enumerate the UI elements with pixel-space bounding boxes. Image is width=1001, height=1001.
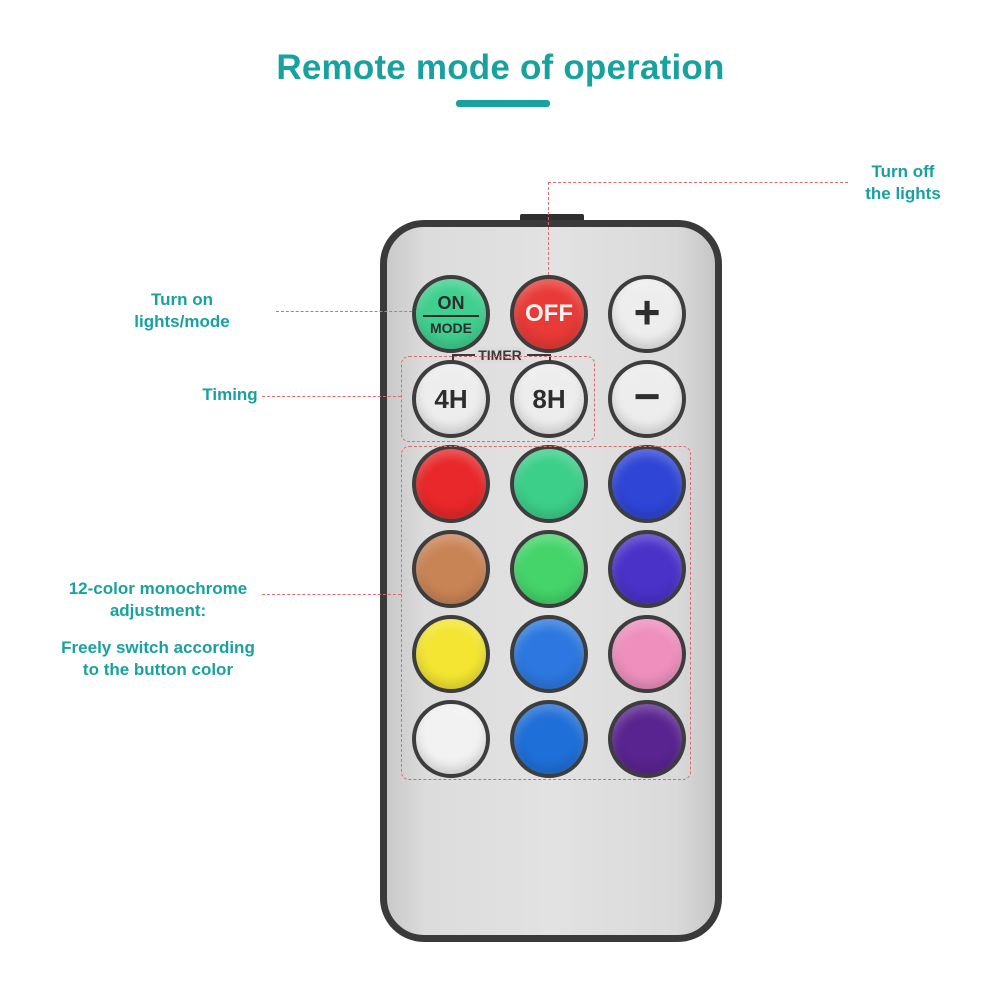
monochrome-label: 12-color monochrome adjustment:	[48, 578, 268, 622]
on-mode-divider	[423, 314, 479, 317]
switch-line2: to the button color	[82, 660, 234, 679]
8h-text: 8H	[532, 383, 566, 414]
switch-line1: Freely switch according	[61, 638, 255, 657]
color-button-white[interactable]	[412, 700, 490, 778]
on-text: ON	[437, 292, 465, 313]
color-button-yellow[interactable]	[412, 615, 490, 693]
turn-off-line2: the lights	[865, 184, 941, 203]
minus-icon: −	[633, 370, 661, 422]
off-text: OFF	[525, 300, 573, 327]
minus-button[interactable]: −	[608, 360, 686, 438]
color-button-light-green[interactable]	[510, 530, 588, 608]
color-callout-line	[262, 594, 401, 595]
turn-off-label: Turn off the lights	[848, 161, 958, 205]
timing-text: Timing	[202, 385, 258, 404]
timer-4h-button[interactable]: 4H	[412, 360, 490, 438]
color-button-orange[interactable]	[412, 530, 490, 608]
mode-text: MODE	[430, 319, 472, 336]
color-highlight-box	[401, 446, 691, 780]
page-title: Remote mode of operation	[276, 48, 725, 87]
color-button-sky-blue[interactable]	[510, 615, 588, 693]
timing-label: Timing	[190, 384, 270, 406]
monochrome-line2: adjustment:	[109, 601, 207, 620]
remote-top-tab	[520, 214, 584, 224]
color-button-blue[interactable]	[608, 445, 686, 523]
off-callout-vline	[548, 182, 549, 275]
4h-text: 4H	[434, 383, 468, 414]
off-callout-hline	[548, 182, 848, 183]
timer-text: TIMER	[475, 347, 525, 363]
on-callout-line	[276, 311, 412, 312]
color-button-indigo[interactable]	[608, 530, 686, 608]
off-button[interactable]: OFF	[510, 275, 588, 353]
monochrome-line1: 12-color monochrome	[68, 579, 248, 598]
switch-label: Freely switch according to the button co…	[42, 637, 274, 681]
title-underline	[456, 100, 550, 107]
turn-on-line1: Turn on	[151, 290, 213, 309]
plus-icon: +	[633, 286, 661, 338]
turn-on-line2: lights/mode	[134, 312, 230, 331]
plus-button[interactable]: +	[608, 275, 686, 353]
color-button-royal-blue[interactable]	[510, 700, 588, 778]
color-button-pink[interactable]	[608, 615, 686, 693]
color-button-purple[interactable]	[608, 700, 686, 778]
timer-bracket-left	[452, 354, 476, 361]
turn-off-line1: Turn off	[871, 162, 935, 181]
color-button-red[interactable]	[412, 445, 490, 523]
on-mode-button[interactable]: ON MODE	[412, 275, 490, 353]
timing-callout-line	[262, 396, 401, 397]
color-button-green[interactable]	[510, 445, 588, 523]
turn-on-label: Turn on lights/mode	[122, 289, 242, 333]
timer-bracket-right	[527, 354, 551, 361]
timing-highlight-box	[401, 356, 595, 442]
timer-label: TIMER	[450, 347, 550, 363]
timer-8h-button[interactable]: 8H	[510, 360, 588, 438]
